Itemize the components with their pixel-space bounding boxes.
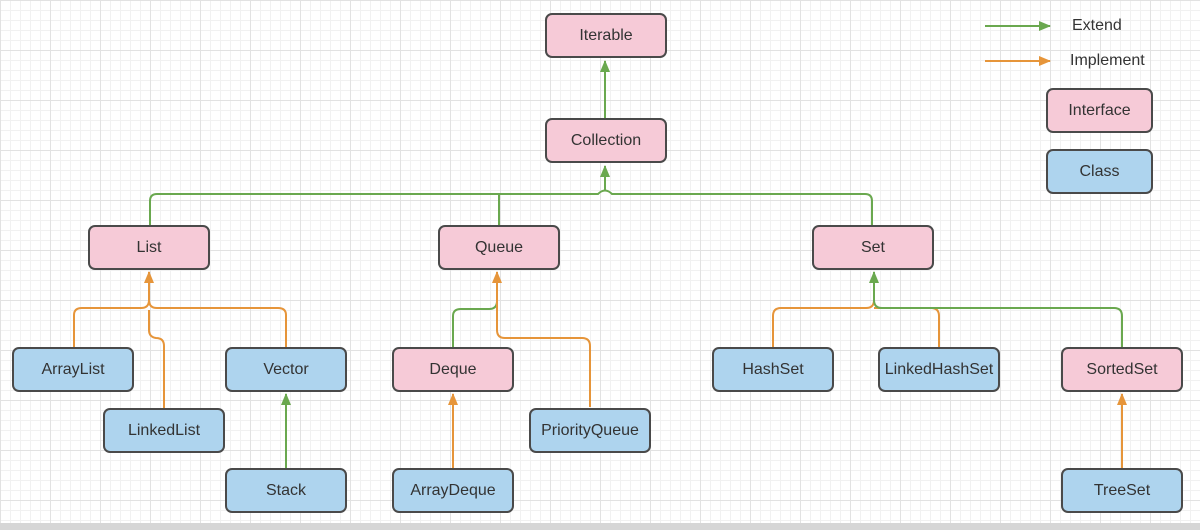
canvas-bottom-edge — [0, 523, 1200, 530]
node-stack: Stack — [225, 468, 347, 513]
node-priorityqueue: PriorityQueue — [529, 408, 651, 453]
legend-interface-box: Interface — [1046, 88, 1153, 133]
node-linkedlist: LinkedList — [103, 408, 225, 453]
node-set: Set — [812, 225, 934, 270]
legend-implement-label: Implement — [1070, 52, 1145, 69]
edge-arraylist-implements-list — [73, 271, 154, 347]
node-label: HashSet — [742, 360, 804, 378]
node-label: List — [136, 238, 162, 256]
node-collection: Collection — [545, 118, 667, 163]
node-label: LinkedList — [127, 421, 201, 439]
node-label: Queue — [474, 238, 524, 256]
node-label: ArrayList — [41, 360, 105, 378]
node-label: PriorityQueue — [541, 421, 639, 439]
node-hashset: HashSet — [712, 347, 834, 392]
edge-deque-extends-queue — [452, 296, 498, 347]
edge-vector-implements-list — [148, 299, 287, 347]
node-iterable: Iterable — [545, 13, 667, 58]
legend-class-box: Class — [1046, 149, 1153, 194]
node-arraydeque: ArrayDeque — [392, 468, 514, 513]
edge-linkedhashset-implements-set — [874, 307, 940, 347]
node-treeset: TreeSet — [1061, 468, 1183, 513]
legend-extend-label: Extend — [1072, 17, 1122, 34]
edge-hashset-implements-set — [772, 296, 875, 347]
node-label: Stack — [265, 481, 306, 499]
node-label: Deque — [429, 360, 477, 378]
node-deque: Deque — [392, 347, 514, 392]
node-label: Iterable — [579, 26, 633, 44]
node-label: LinkedHashSet — [884, 360, 994, 378]
node-label: Vector — [263, 360, 309, 378]
node-label: ArrayDeque — [410, 481, 496, 499]
node-label: SortedSet — [1086, 360, 1158, 378]
node-sortedset: SortedSet — [1061, 347, 1183, 392]
node-label: TreeSet — [1093, 481, 1151, 499]
edge-priorityqueue-implements-queue — [492, 271, 591, 407]
node-vector: Vector — [225, 347, 347, 392]
node-queue: Queue — [438, 225, 560, 270]
node-arraylist: ArrayList — [12, 347, 134, 392]
edge-sortedset-extends-set — [869, 271, 1123, 347]
legend-interface-text: Interface — [1068, 101, 1131, 119]
node-label: Collection — [570, 131, 642, 149]
edge-linkedlist-implements-list — [148, 310, 165, 408]
node-linkedhashset: LinkedHashSet — [878, 347, 1000, 392]
node-label: Set — [860, 238, 885, 256]
edge-trunk-list-queue-set — [149, 189, 873, 225]
legend-class-text: Class — [1079, 162, 1120, 180]
node-list: List — [88, 225, 210, 270]
